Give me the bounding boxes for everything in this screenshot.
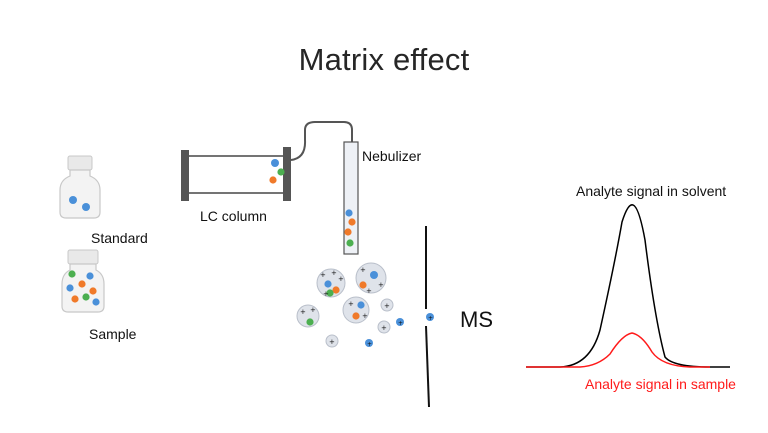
analyte-molecule: [92, 298, 100, 306]
svg-text:+: +: [367, 341, 372, 348]
sample-signal-trace: [526, 332, 710, 368]
svg-text:+: +: [362, 312, 368, 320]
svg-text:+: +: [381, 324, 387, 332]
svg-text:+: +: [329, 338, 335, 346]
solvent-signal-label: Analyte signal in solvent: [576, 183, 727, 199]
ms-label: MS: [460, 307, 493, 332]
standard-label: Standard: [91, 230, 148, 246]
analyte-molecule: [66, 284, 74, 292]
svg-text:+: +: [300, 308, 306, 316]
sample-signal-label: Analyte signal in sample: [585, 376, 736, 392]
matrix-molecule: [68, 270, 76, 278]
standard-vial: [59, 155, 101, 219]
svg-text:+: +: [310, 306, 316, 314]
slide-title: Matrix effect: [298, 42, 470, 77]
analyte-molecule: [82, 203, 90, 211]
svg-text:+: +: [323, 290, 329, 298]
svg-text:+: +: [398, 320, 403, 327]
ms-inlet: [425, 226, 430, 408]
analyte-molecule: [69, 196, 77, 204]
lc-column-label: LC column: [200, 208, 267, 224]
spray-droplets: ++++ +++ ++ ++ + + + + + +: [296, 262, 434, 348]
matrix-molecule: [71, 295, 79, 303]
svg-text:+: +: [384, 302, 390, 310]
chromatogram: [526, 204, 730, 368]
solvent-signal-trace: [526, 204, 730, 368]
matrix-molecule: [78, 280, 86, 288]
svg-text:+: +: [366, 287, 372, 295]
analyte-molecule: [86, 272, 94, 280]
matrix-molecule: [89, 287, 97, 295]
svg-text:+: +: [338, 275, 344, 283]
svg-text:+: +: [428, 315, 433, 322]
sample-label: Sample: [89, 326, 137, 342]
svg-text:+: +: [360, 266, 366, 274]
nebulizer: [343, 141, 359, 255]
transfer-tubing: [290, 121, 353, 161]
svg-text:+: +: [320, 271, 326, 279]
svg-text:+: +: [348, 300, 354, 308]
nebulizer-label: Nebulizer: [362, 148, 422, 164]
svg-text:+: +: [378, 281, 384, 289]
lc-column: [181, 147, 291, 201]
svg-text:+: +: [331, 269, 337, 277]
sample-vial: [61, 249, 105, 313]
matrix-molecule: [82, 293, 90, 301]
